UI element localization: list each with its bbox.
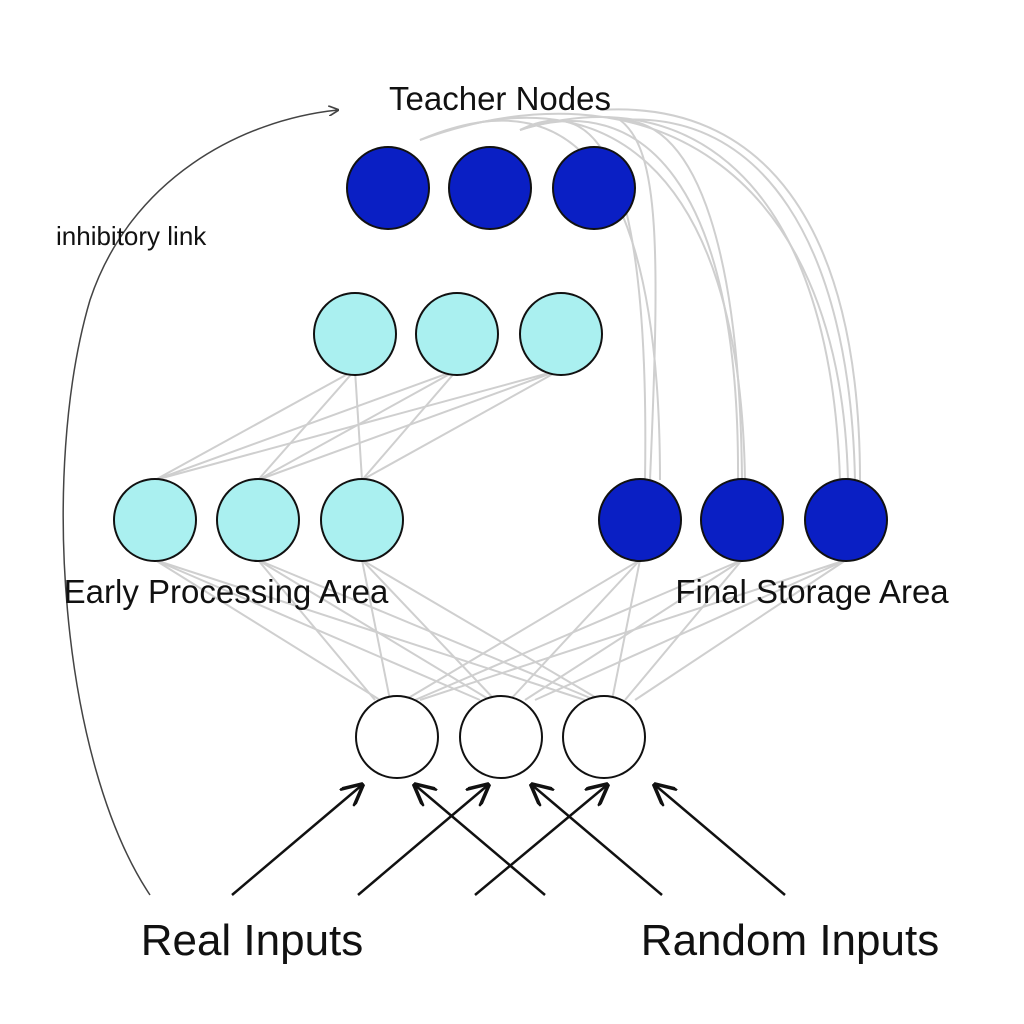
edge (257, 559, 596, 701)
edge (361, 559, 391, 701)
areas-to-input-edges (154, 559, 847, 701)
final-storage-area-label: Final Storage Area (675, 573, 949, 610)
teacher-node-1 (346, 146, 430, 230)
teacher-node-2 (448, 146, 532, 230)
edge (619, 119, 743, 481)
random-input-arrow-3 (655, 785, 786, 896)
final-storage-layer (598, 478, 888, 562)
edge (361, 369, 561, 481)
teacher-node-3 (552, 146, 636, 230)
edge (361, 559, 496, 701)
real-input-arrow-3 (474, 785, 607, 896)
edge (154, 369, 356, 481)
edge (154, 369, 458, 481)
inhibitory-link-arrow (62, 110, 338, 896)
edge (534, 559, 847, 701)
hidden-to-early-edges (154, 369, 561, 481)
hidden-layer (313, 292, 603, 376)
edge (519, 116, 841, 481)
teacher-nodes-label: Teacher Nodes (389, 80, 611, 117)
inhibitory-link-label: inhibitory link (56, 221, 207, 251)
input-node-3 (562, 695, 646, 779)
edge (154, 559, 381, 701)
real-input-arrow-2 (357, 785, 488, 896)
edge (611, 559, 641, 701)
final-node-1 (598, 478, 682, 562)
edge (419, 559, 847, 701)
edge (624, 559, 743, 701)
teacher-layer (346, 146, 636, 230)
hidden-node-2 (415, 292, 499, 376)
edge (154, 369, 561, 481)
early-node-2 (216, 478, 300, 562)
teacher-to-final-edges (419, 108, 861, 481)
edge (404, 559, 641, 701)
input-node-2 (459, 695, 543, 779)
edge (154, 559, 586, 701)
random-input-arrow-1 (415, 785, 546, 896)
edge (619, 119, 657, 481)
edge (619, 118, 856, 481)
early-node-3 (320, 478, 404, 562)
hidden-node-1 (313, 292, 397, 376)
input-layer (355, 695, 646, 779)
edge (414, 559, 743, 701)
random-inputs-label: Random Inputs (641, 916, 939, 965)
final-node-3 (804, 478, 888, 562)
random-input-arrow-2 (532, 785, 663, 896)
real-inputs-label: Real Inputs (141, 916, 364, 965)
input-node-1 (355, 695, 439, 779)
hidden-node-3 (519, 292, 603, 376)
edge (257, 559, 491, 701)
edge (599, 108, 861, 481)
early-processing-area-label: Early Processing Area (64, 573, 389, 610)
final-node-2 (700, 478, 784, 562)
edge (257, 369, 561, 481)
early-processing-layer (113, 478, 404, 562)
edge (257, 559, 376, 701)
early-node-1 (113, 478, 197, 562)
real-input-arrow-1 (231, 785, 362, 896)
edge (509, 559, 641, 701)
edge (419, 112, 849, 481)
edge (634, 559, 847, 701)
edge (519, 120, 740, 481)
input-arrows (231, 785, 786, 896)
